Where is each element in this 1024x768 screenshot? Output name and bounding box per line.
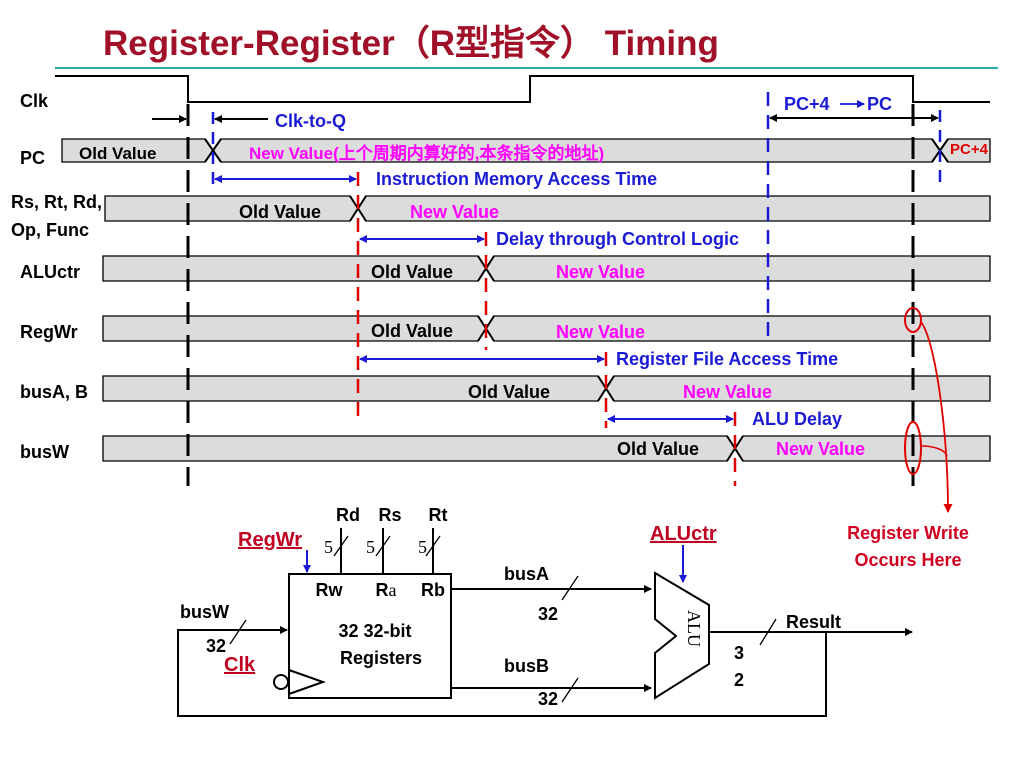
regfile-access-label: Register File Access Time	[616, 349, 838, 369]
signal-label-regwr: RegWr	[20, 322, 78, 342]
rt-width-label: 5	[418, 537, 427, 557]
regwr-waveform	[102, 315, 991, 342]
busw-input-label: busW	[180, 602, 229, 622]
clk-edge-triangle	[288, 669, 327, 695]
busw-old-value: Old Value	[617, 439, 699, 459]
busa-label: busA	[504, 564, 549, 584]
pc4-label: PC+4	[784, 94, 830, 114]
pc-next-value: PC+4	[950, 141, 989, 158]
write-note-line2: Occurs Here	[854, 550, 961, 570]
busw-width-tick	[229, 619, 247, 645]
clk-inverter-bubble	[273, 674, 289, 690]
rs-width-tick	[375, 535, 391, 557]
rw-port-label: Rw	[316, 580, 344, 600]
busb-label: busB	[504, 656, 549, 676]
busb-width-tick	[561, 677, 579, 703]
aluctr-control-label: ALUctr	[650, 523, 717, 545]
pc-old-value: Old Value	[79, 144, 156, 163]
busw-new-value: New Value	[776, 439, 865, 459]
ra-port-label: Ra	[376, 580, 397, 600]
signal-label-rs-rt-rd: Rs, Rt, Rd,	[11, 192, 102, 212]
clk-to-q-label: Clk-to-Q	[275, 111, 346, 131]
regwr-old-value: Old Value	[371, 321, 453, 341]
regwr-edge-marker	[904, 307, 922, 333]
busab-waveform	[102, 375, 991, 402]
rs-old-value: Old Value	[239, 202, 321, 222]
control-delay-label: Delay through Control Logic	[496, 229, 739, 249]
signal-label-pc: PC	[20, 148, 45, 168]
rt-input-label: Rt	[429, 505, 448, 525]
result-label: Result	[786, 612, 841, 632]
signal-label-clk: Clk	[20, 91, 49, 111]
rd-input-label: Rd	[336, 505, 360, 525]
busb-width-label: 32	[538, 689, 558, 709]
write-note-line1: Register Write	[847, 523, 969, 543]
aluctr-old-value: Old Value	[371, 262, 453, 282]
busab-new-value: New Value	[683, 382, 772, 402]
rd-width-label: 5	[324, 537, 333, 557]
result-width-label-2: 2	[734, 670, 744, 690]
alu-delay-label: ALU Delay	[752, 409, 842, 429]
rs-rt-rd-waveform	[104, 195, 991, 222]
signal-label-op-func: Op, Func	[11, 220, 89, 240]
clk-waveform	[55, 75, 990, 103]
write-note-arrow	[920, 321, 953, 513]
register-file-block	[288, 573, 452, 699]
result-width-tick	[759, 618, 777, 646]
imem-access-label: Instruction Memory Access Time	[376, 169, 657, 189]
rt-width-tick	[425, 535, 441, 557]
register-file-label-2: Registers	[340, 648, 422, 668]
pc-label: PC	[867, 94, 892, 114]
busab-old-value: Old Value	[468, 382, 550, 402]
signal-label-aluctr: ALUctr	[20, 262, 80, 282]
aluctr-waveform	[102, 255, 991, 282]
pc-new-value: New Value(上个周期内算好的,本条指令的地址)	[249, 143, 604, 163]
alu-block	[654, 571, 710, 700]
rs-new-value: New Value	[410, 202, 499, 222]
busw-width-label: 32	[206, 636, 226, 656]
alu-label: ALU	[684, 610, 704, 647]
rb-port-label: Rb	[421, 580, 445, 600]
busw-waveform	[102, 435, 991, 462]
register-file-label-1: 32 32-bit	[338, 621, 411, 641]
rs-input-label: Rs	[378, 505, 401, 525]
signal-label-busab: busA, B	[20, 382, 88, 402]
write-note-connector	[920, 445, 948, 457]
rd-width-tick	[333, 535, 349, 557]
aluctr-new-value: New Value	[556, 262, 645, 282]
clk-input-label: Clk	[224, 654, 256, 676]
signal-label-busw: busW	[20, 442, 69, 462]
regwr-control-label: RegWr	[238, 529, 302, 551]
busw-edge-marker	[904, 421, 922, 475]
busa-width-tick	[561, 575, 579, 601]
busa-width-label: 32	[538, 604, 558, 624]
regwr-new-value: New Value	[556, 322, 645, 342]
busw-feedback-wire	[177, 626, 827, 717]
result-width-label-1: 3	[734, 643, 744, 663]
page-title: Register-Register（R型指令） Timing	[103, 24, 719, 63]
rs-width-label: 5	[366, 537, 375, 557]
